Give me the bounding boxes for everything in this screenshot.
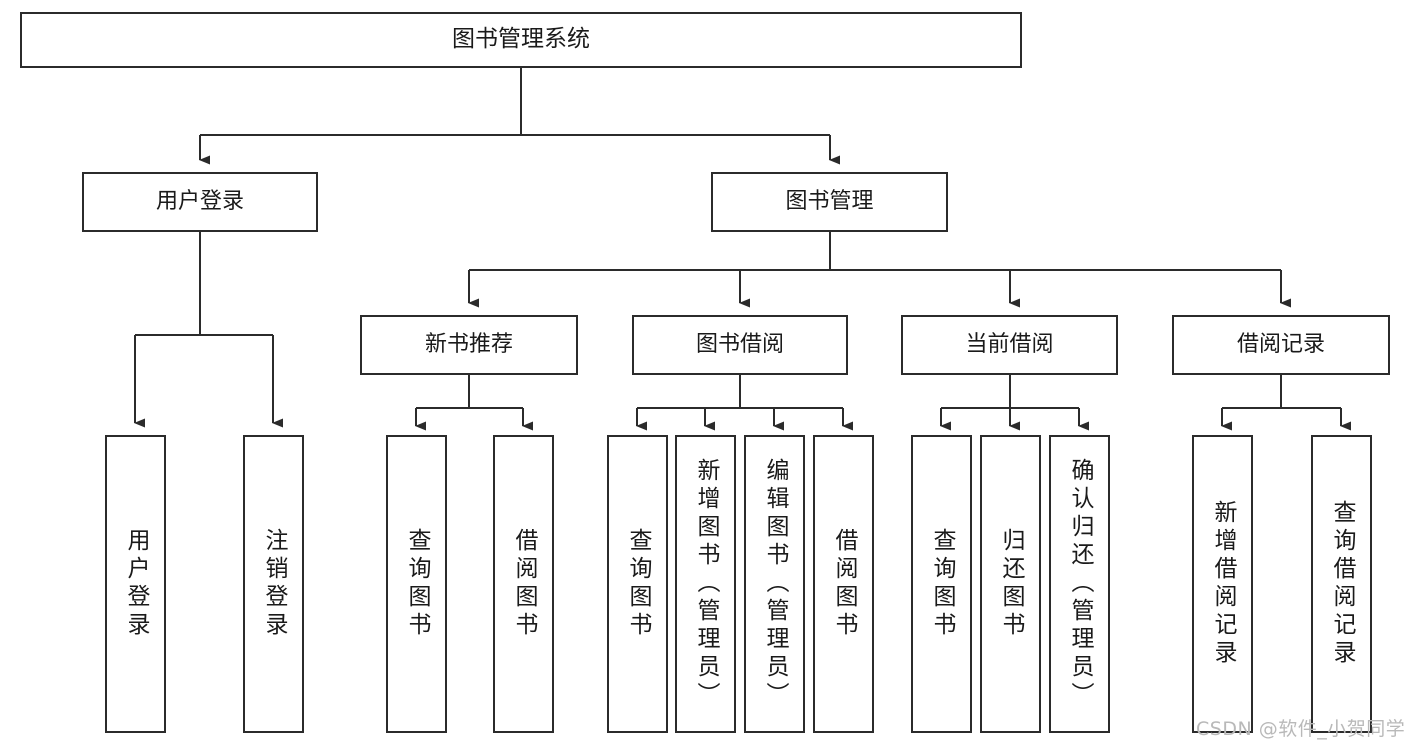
- node-label: 查询图书: [625, 528, 651, 640]
- leaf-borrow-edit-book-admin[interactable]: 编辑图书（管理员）: [744, 435, 805, 733]
- node-label: 图书借阅: [695, 332, 784, 358]
- csdn-watermark: CSDN @软件_小贺同学: [1196, 718, 1405, 740]
- node-book-management[interactable]: 图书管理: [711, 172, 948, 232]
- leaf-record-query-record[interactable]: 查询借阅记录: [1311, 435, 1372, 733]
- node-label: 借阅记录: [1236, 332, 1325, 358]
- node-label: 新增图书（管理员）: [693, 458, 719, 710]
- node-label: 借阅图书: [511, 528, 537, 640]
- node-new-book-recommend[interactable]: 新书推荐: [360, 315, 578, 375]
- node-label: 确认归还（管理员）: [1067, 458, 1093, 710]
- leaf-user-login-login[interactable]: 用户登录: [105, 435, 166, 733]
- node-label: 借阅图书: [831, 528, 857, 640]
- leaf-current-confirm-return-admin[interactable]: 确认归还（管理员）: [1049, 435, 1110, 733]
- node-label: 用户登录: [123, 528, 149, 640]
- node-borrow-record[interactable]: 借阅记录: [1172, 315, 1390, 375]
- node-user-login[interactable]: 用户登录: [82, 172, 318, 232]
- leaf-recommend-borrow-book[interactable]: 借阅图书: [493, 435, 554, 733]
- node-label: 新增借阅记录: [1210, 500, 1236, 668]
- leaf-borrow-add-book-admin[interactable]: 新增图书（管理员）: [675, 435, 736, 733]
- node-book-borrow[interactable]: 图书借阅: [632, 315, 848, 375]
- leaf-user-login-logout[interactable]: 注销登录: [243, 435, 304, 733]
- leaf-current-return-book[interactable]: 归还图书: [980, 435, 1041, 733]
- node-label: 图书管理系统: [452, 26, 590, 53]
- node-label: 当前借阅: [965, 332, 1054, 358]
- leaf-borrow-borrow-book[interactable]: 借阅图书: [813, 435, 874, 733]
- node-label: 新书推荐: [424, 332, 513, 358]
- node-label: 查询借阅记录: [1329, 500, 1355, 668]
- node-label: 注销登录: [261, 528, 287, 640]
- node-label: 查询图书: [929, 528, 955, 640]
- node-label: 图书管理: [785, 189, 874, 215]
- leaf-record-add-record[interactable]: 新增借阅记录: [1192, 435, 1253, 733]
- node-label: 编辑图书（管理员）: [762, 458, 788, 710]
- node-label: 归还图书: [998, 528, 1024, 640]
- node-label: 用户登录: [155, 189, 244, 215]
- node-label: 查询图书: [404, 528, 430, 640]
- leaf-current-query-book[interactable]: 查询图书: [911, 435, 972, 733]
- leaf-borrow-query-book[interactable]: 查询图书: [607, 435, 668, 733]
- leaf-recommend-query-book[interactable]: 查询图书: [386, 435, 447, 733]
- node-root-system[interactable]: 图书管理系统: [20, 12, 1022, 68]
- node-current-borrow[interactable]: 当前借阅: [901, 315, 1118, 375]
